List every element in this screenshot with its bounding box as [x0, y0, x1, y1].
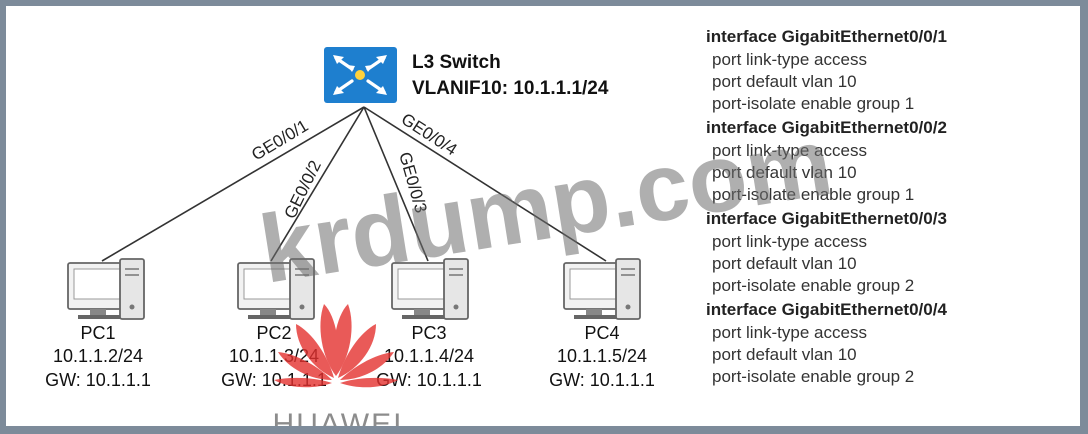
links: [101, 106, 607, 262]
config-iface-3: interface GigabitEthernet0/0/3: [706, 209, 947, 228]
pc-3-ip: 10.1.1.4/24: [384, 346, 474, 366]
computer-icon: [237, 258, 315, 320]
config-line: port link-type access: [712, 232, 867, 251]
config-line: port default vlan 10: [712, 163, 857, 182]
config-line: port-isolate enable group 1: [712, 94, 914, 113]
pc-2[interactable]: [237, 258, 315, 320]
link-line-1: [101, 106, 365, 262]
pc-1-ip: 10.1.1.2/24: [53, 346, 143, 366]
link-line-2: [270, 106, 365, 262]
pc-1-name: PC1: [80, 323, 115, 343]
config-iface-4: interface GigabitEthernet0/0/4: [706, 300, 947, 319]
watermark-text: krdump.com: [253, 108, 839, 304]
diagram-frame: GE0/0/1 GE0/0/2 GE0/0/3 GE0/0/4 L3 Switc…: [6, 6, 1080, 426]
pc-3-name: PC3: [411, 323, 446, 343]
pc-1-gw: GW: 10.1.1.1: [45, 370, 151, 390]
pc-2-name: PC2: [256, 323, 291, 343]
config-line: port-isolate enable group 2: [712, 367, 914, 386]
config-line: port default vlan 10: [712, 254, 857, 273]
pc-3-gw: GW: 10.1.1.1: [376, 370, 482, 390]
pc-3[interactable]: [391, 258, 469, 320]
config-line: port link-type access: [712, 323, 867, 342]
config-line: port link-type access: [712, 141, 867, 160]
switch-vlanif: VLANIF10: 10.1.1.1/24: [412, 78, 609, 99]
huawei-wordmark: HUAWEI: [273, 408, 404, 426]
pc-4[interactable]: [563, 258, 641, 320]
router-switch-icon[interactable]: [324, 47, 397, 103]
config-listing: interface GigabitEthernet0/0/1 port link…: [706, 27, 947, 386]
huawei-logo: [274, 304, 398, 388]
pc-4-gw: GW: 10.1.1.1: [549, 370, 655, 390]
config-iface-2: interface GigabitEthernet0/0/2: [706, 118, 947, 137]
pc-1[interactable]: [67, 258, 145, 320]
config-line: port default vlan 10: [712, 345, 857, 364]
computer-icon: [391, 258, 469, 320]
config-line: port link-type access: [712, 50, 867, 69]
link-line-4: [363, 106, 607, 262]
pc-4-name: PC4: [584, 323, 619, 343]
computer-icon: [67, 258, 145, 320]
config-line: port-isolate enable group 2: [712, 276, 914, 295]
config-iface-1: interface GigabitEthernet0/0/1: [706, 27, 947, 46]
pc-4-ip: 10.1.1.5/24: [557, 346, 647, 366]
computer-icon: [563, 258, 641, 320]
network-diagram: GE0/0/1 GE0/0/2 GE0/0/3 GE0/0/4 L3 Switc…: [45, 27, 947, 426]
link-line-3: [363, 106, 429, 262]
config-line: port-isolate enable group 1: [712, 185, 914, 204]
config-line: port default vlan 10: [712, 72, 857, 91]
switch-title: L3 Switch: [412, 52, 501, 73]
